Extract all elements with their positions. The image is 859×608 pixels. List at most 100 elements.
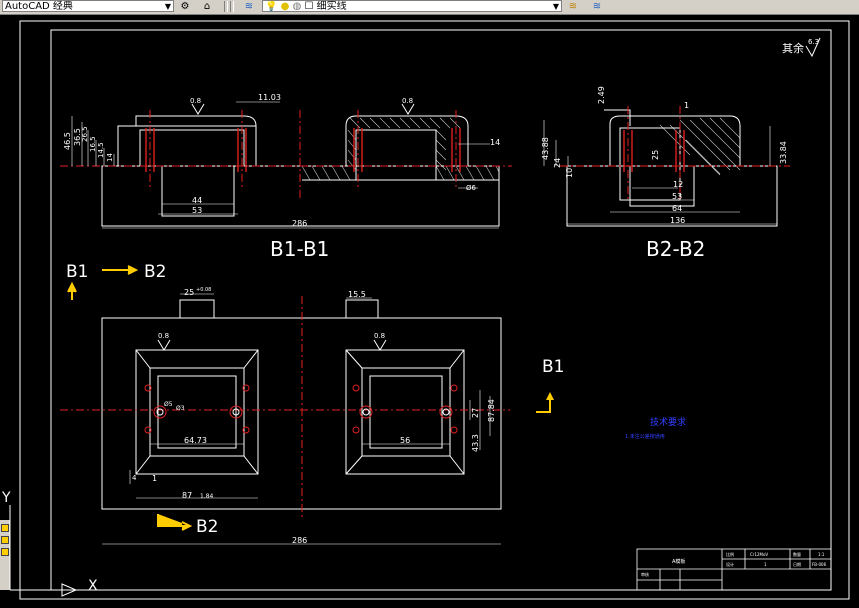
view-arrow-icon bbox=[67, 281, 77, 300]
bulb-icon[interactable]: 💡 bbox=[265, 1, 278, 12]
dim-plan-286: 286 bbox=[292, 536, 307, 545]
tech-req-line1: 1.未注公差按通用 bbox=[625, 433, 665, 440]
dim-plan-1-84: 1.84 bbox=[200, 493, 214, 500]
roughness-note: 其余 bbox=[782, 41, 804, 55]
view-arrow-icon bbox=[546, 392, 554, 400]
dim-b2-2-49: 2.49 bbox=[597, 86, 606, 104]
tech-req-title: 技术要求 bbox=[650, 416, 686, 428]
chevron-down-icon[interactable]: ▼ bbox=[164, 2, 171, 11]
label-b1-right: B1 bbox=[542, 357, 564, 377]
label-b2-top: B2 bbox=[144, 262, 166, 282]
section-b1-view[interactable]: 46.5 36.5 26.5 16.5 14.5 14 44 53 286 11… bbox=[60, 93, 512, 261]
dim-plan-15-5: 15.5 bbox=[348, 290, 366, 299]
dim-b2-53: 53 bbox=[672, 192, 682, 201]
toolbar-separator bbox=[230, 1, 234, 12]
dim-plan-27: 27 bbox=[471, 408, 480, 418]
workspace-settings-icon[interactable]: ⚙ bbox=[180, 1, 190, 12]
title-block-date: 日期 bbox=[793, 561, 801, 567]
dim-plan-56: 56 bbox=[400, 436, 410, 445]
layer-isolate-icon[interactable]: ≋ bbox=[592, 1, 602, 12]
bolt-holes bbox=[144, 384, 458, 434]
view-arrow-icon bbox=[102, 265, 139, 275]
toolbar-separator bbox=[224, 1, 228, 12]
dim-b2-33-84: 33.84 bbox=[779, 141, 788, 164]
dim-b1-d5: 14.5 bbox=[97, 142, 105, 158]
plan-view[interactable]: B1 B2 B1 B2 bbox=[60, 262, 564, 545]
section-b2-view[interactable]: 2.49 1 43.88 24 10 25 12 53 64 136 33.84… bbox=[541, 86, 790, 261]
layer-name: 细实线 bbox=[316, 1, 347, 12]
dim-plan-1: 1 bbox=[152, 474, 157, 483]
dim-b1-d2: 36.5 bbox=[73, 128, 82, 146]
dim-b2-1: 1 bbox=[684, 101, 689, 110]
ucs-x-label: X bbox=[88, 578, 98, 594]
sun-icon[interactable]: ● bbox=[280, 1, 290, 12]
roughness-symbol-icon bbox=[401, 103, 415, 115]
dim-b2-64: 64 bbox=[672, 204, 682, 213]
dim-plan-25-tol: +0.08 bbox=[196, 287, 211, 293]
dim-plan-43-3: 43.3 bbox=[471, 434, 480, 452]
left-tool-palette[interactable] bbox=[0, 520, 10, 590]
title-block-qty: 1 bbox=[764, 562, 767, 567]
roughness-symbol-icon bbox=[157, 339, 171, 351]
dim-b1-height: 46.5 bbox=[63, 132, 72, 150]
dim-b1-286: 286 bbox=[292, 219, 307, 228]
dim-b2-136: 136 bbox=[670, 216, 685, 225]
roughness-plan-1: 0.8 bbox=[158, 332, 169, 340]
roughness-symbol-icon bbox=[191, 103, 205, 115]
ucs-icon bbox=[9, 505, 78, 597]
section-b1-title: B1-B1 bbox=[270, 237, 329, 261]
layer-manager-icon[interactable]: ≋ bbox=[244, 1, 254, 12]
roughness-b1-1: 0.8 bbox=[190, 97, 201, 105]
lock-icon[interactable]: ◍ bbox=[292, 1, 302, 12]
view-arrow-icon bbox=[536, 396, 551, 413]
layers-toolbar: AutoCAD 经典 ▼ ⚙ ⌂ ≋ 💡 ● ◍ ☐ 细实线 ▼ ≋ ≋ bbox=[0, 0, 859, 15]
title-block-name: A模板 bbox=[672, 558, 685, 565]
title-block-qty-label: 数量 bbox=[793, 551, 801, 557]
roughness-symbol-icon bbox=[805, 37, 821, 58]
dim-b2-12: 12 bbox=[673, 180, 683, 189]
roughness-symbol-icon bbox=[373, 339, 387, 351]
dim-plan-4: 4 bbox=[132, 474, 137, 482]
title-block-check: 审核 bbox=[641, 571, 649, 577]
layer-combo[interactable]: 💡 ● ◍ ☐ 细实线 ▼ bbox=[262, 0, 562, 12]
properties-icon[interactable]: ⌂ bbox=[203, 1, 211, 12]
roughness-b1-2: 0.8 bbox=[402, 97, 413, 105]
title-block-drawing-no: FB-006 bbox=[812, 562, 827, 567]
dim-b1-14: 14 bbox=[490, 138, 500, 147]
ucs-y-label: Y bbox=[2, 490, 11, 506]
title-block bbox=[636, 548, 832, 591]
dim-b1-phi6: Ø6 bbox=[466, 184, 477, 192]
dim-b2-25: 25 bbox=[651, 150, 660, 160]
dim-b1-d4: 16.5 bbox=[89, 136, 97, 152]
dim-plan-25: 25 bbox=[184, 288, 194, 297]
title-block-scale: 1:1 bbox=[818, 552, 825, 557]
dim-plan-64-73: 64.73 bbox=[184, 436, 207, 445]
dim-b1-d6: 14 bbox=[106, 153, 114, 162]
label-b1-top: B1 bbox=[66, 262, 88, 282]
paper-frame bbox=[19, 20, 850, 600]
section-b2-title: B2-B2 bbox=[646, 237, 705, 261]
title-block-material: Cr12MoV bbox=[750, 552, 768, 557]
dim-b1-d3: 26.5 bbox=[81, 126, 89, 142]
label-b2-bottom: B2 bbox=[196, 517, 218, 537]
dim-plan-phi3: Ø3 bbox=[176, 405, 185, 412]
dim-plan-87: 87 bbox=[182, 491, 192, 500]
dim-b1-44: 44 bbox=[192, 196, 202, 205]
dim-b2-43-88: 43.88 bbox=[541, 137, 550, 160]
workspace-value: AutoCAD 经典 bbox=[5, 1, 73, 12]
view-arrow-icon bbox=[157, 514, 193, 531]
drawing-canvas[interactable]: 其余 6.3 bbox=[0, 15, 859, 608]
title-block-design: 设计 bbox=[726, 561, 734, 567]
dim-b1-53: 53 bbox=[192, 206, 202, 215]
dim-plan-phi5: Ø5 bbox=[164, 401, 173, 408]
dim-plan-87-84: 87.84 bbox=[487, 399, 496, 422]
roughness-plan-2: 0.8 bbox=[374, 332, 385, 340]
roughness-value: 6.3 bbox=[808, 38, 819, 46]
chevron-down-icon[interactable]: ▼ bbox=[552, 2, 559, 11]
dim-b2-24: 24 bbox=[553, 158, 562, 168]
layer-previous-icon[interactable]: ≋ bbox=[568, 1, 578, 12]
workspace-combo[interactable]: AutoCAD 经典 ▼ bbox=[2, 0, 174, 12]
color-square-icon[interactable]: ☐ bbox=[304, 1, 314, 12]
dim-b1-11-03: 11.03 bbox=[258, 93, 281, 102]
dim-b2-10: 10 bbox=[565, 168, 574, 178]
